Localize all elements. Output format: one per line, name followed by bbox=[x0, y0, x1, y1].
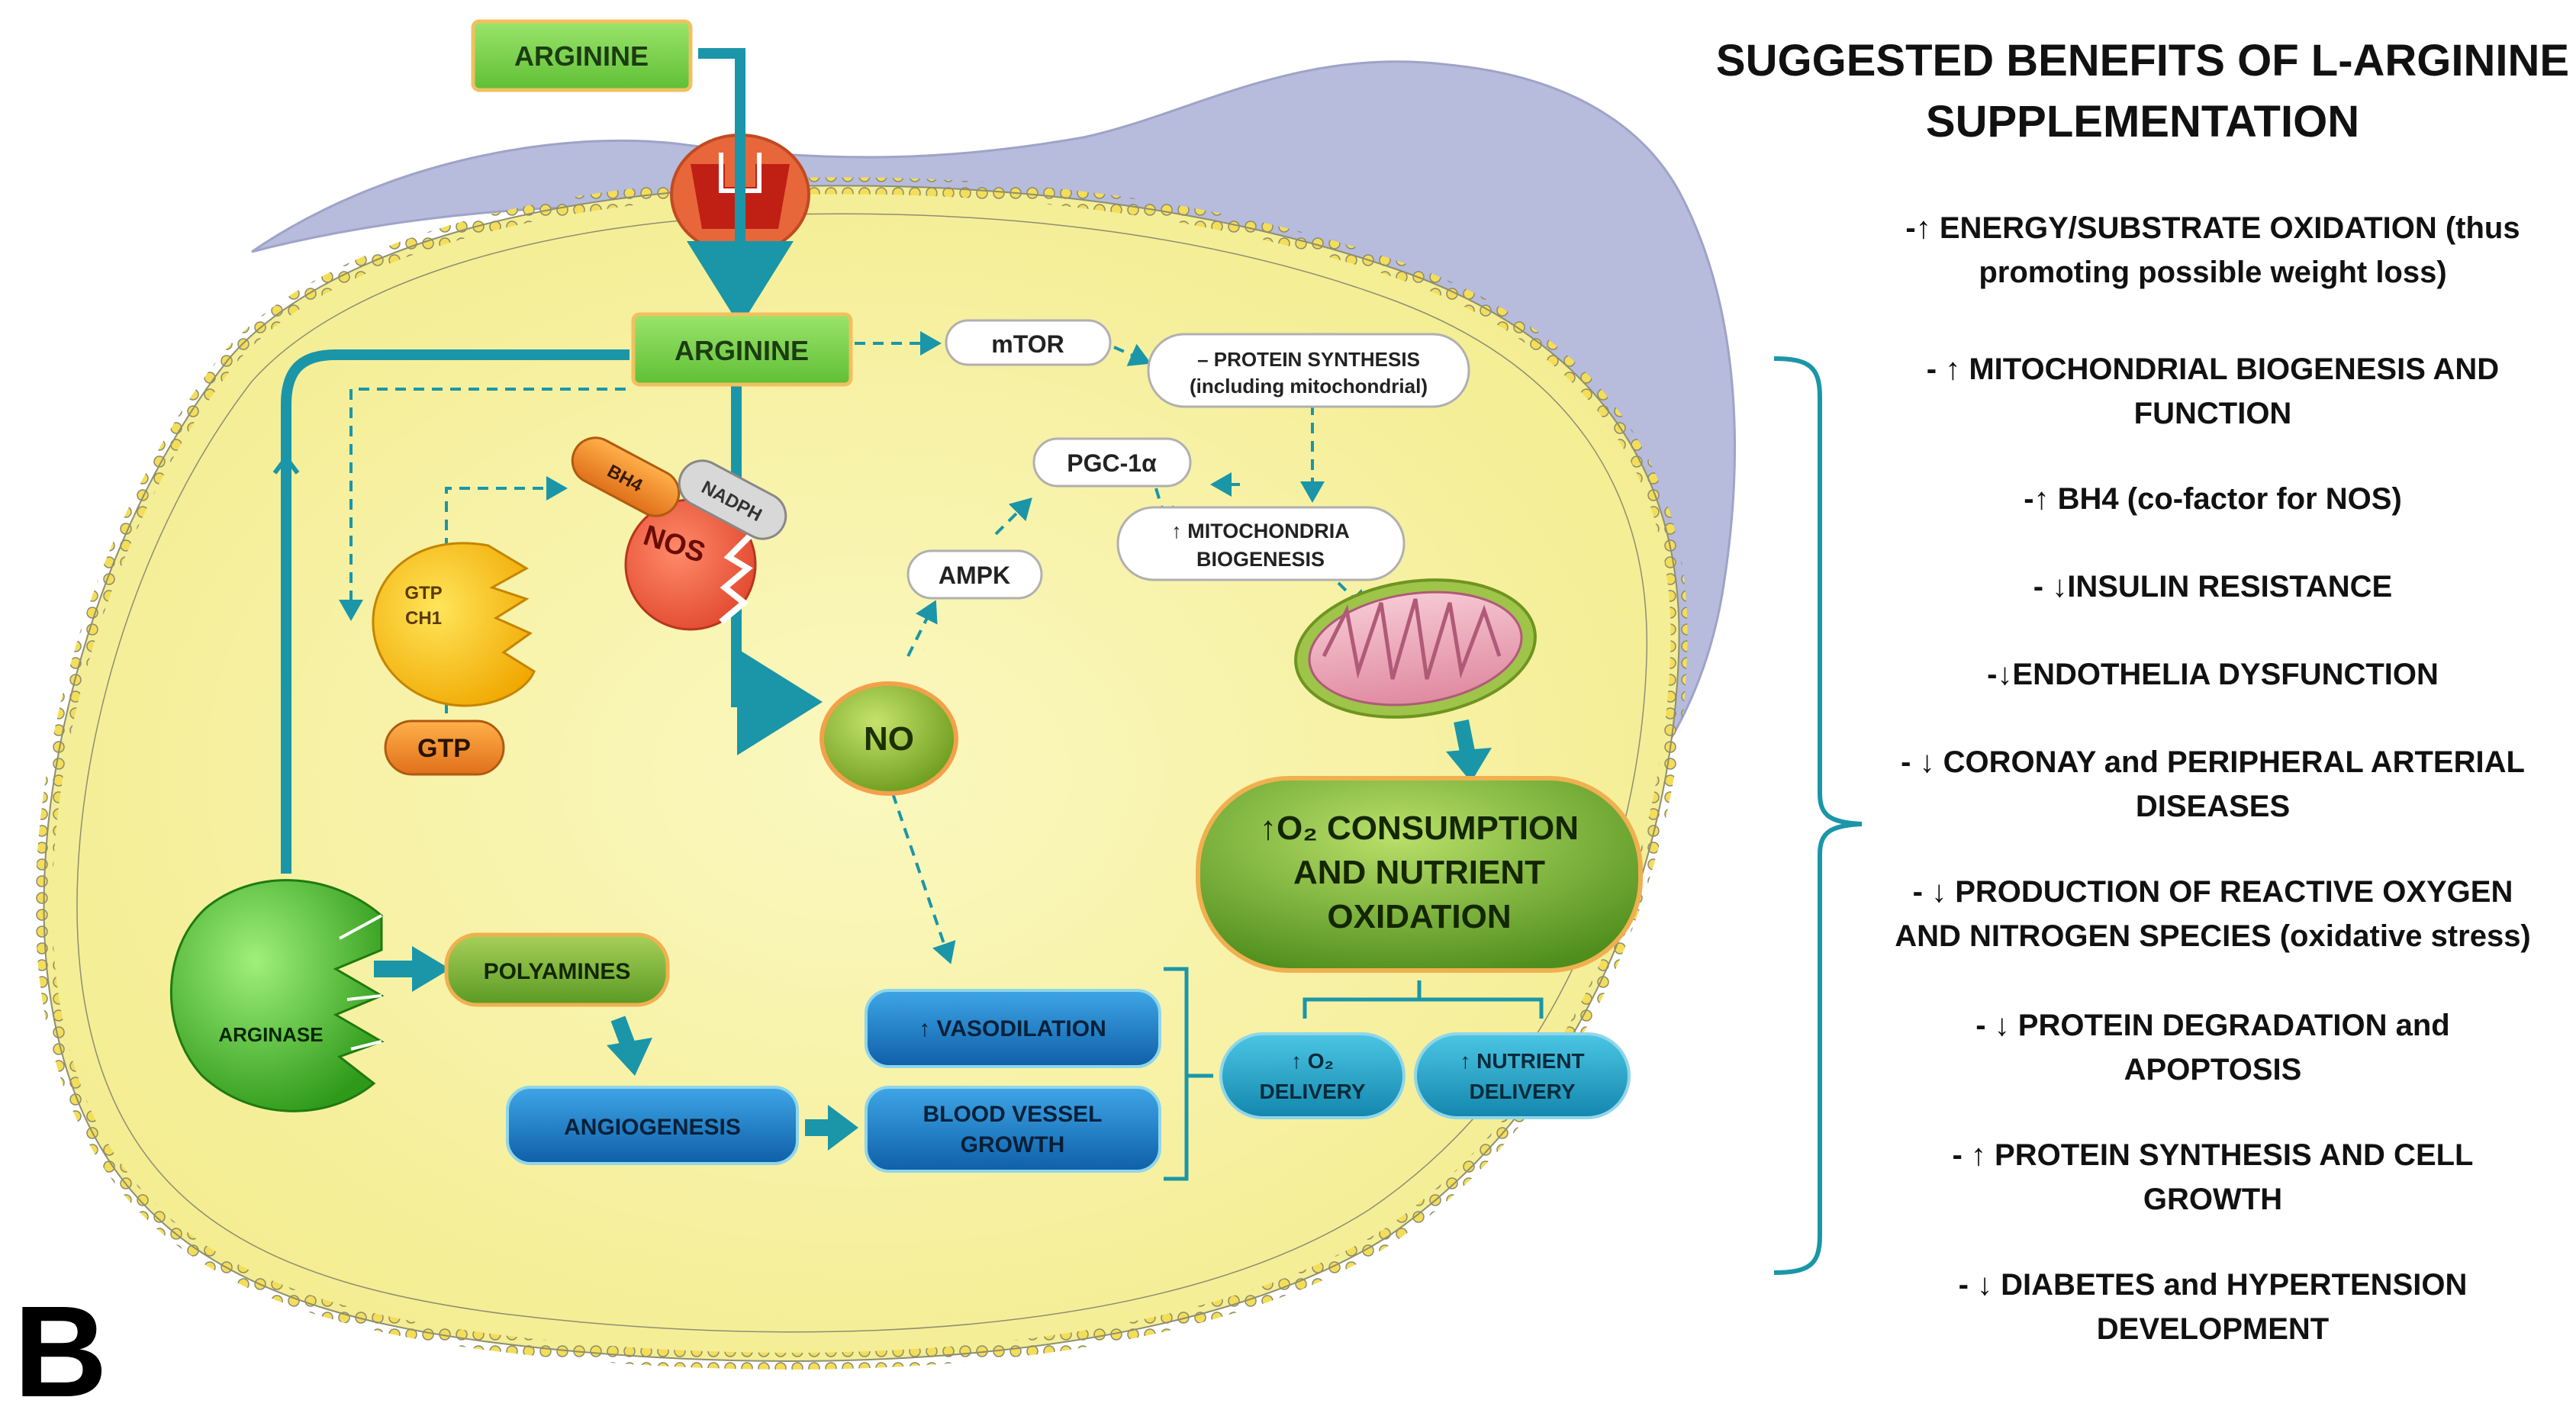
vasodilation-box: ↑ VASODILATION bbox=[865, 989, 1161, 1068]
benefits-title-line1: SUGGESTED BENEFITS OF L-ARGININE bbox=[1715, 36, 2570, 85]
mitochondrion-icon bbox=[1294, 578, 1537, 719]
bh4-capsule: BH4 bbox=[571, 436, 681, 517]
benefit-line-2: GROWTH bbox=[2143, 1183, 2283, 1216]
arginine-cell-box: ARGININE bbox=[631, 312, 853, 387]
benefit-item: - ↑ PROTEIN SYNTHESIS AND CELL GROWTH bbox=[1862, 1133, 2564, 1222]
benefit-line-1: - ↑ MITOCHONDRIAL BIOGENESIS AND bbox=[1926, 352, 2500, 386]
benefit-line-2: DEVELOPMENT bbox=[2096, 1312, 2330, 1346]
benefits-title-line2: SUPPLEMENTATION bbox=[1925, 97, 2360, 146]
protein-synthesis-label-2: (including mitochondrial) bbox=[1190, 375, 1428, 398]
nos-enzyme-icon: NOS bbox=[624, 498, 757, 631]
benefit-line-1: - ↓ DIABETES and HYPERTENSION bbox=[1958, 1268, 2468, 1302]
benefit-item: -↑ ENERGY/SUBSTRATE OXIDATION (thus promo… bbox=[1862, 206, 2564, 295]
benefit-line-2: promoting possible weight loss) bbox=[1979, 256, 2447, 289]
blood-vessel-label-1: BLOOD VESSEL bbox=[923, 1102, 1102, 1127]
gtp-ch1-enzyme-icon: GTP CH1 bbox=[372, 542, 536, 707]
benefit-line-1: - ↓INSULIN RESISTANCE bbox=[2033, 570, 2393, 604]
pgc1a-box: PGC-1α bbox=[1032, 437, 1192, 488]
nutrient-delivery-label-1: ↑ NUTRIENT bbox=[1460, 1049, 1584, 1073]
benefit-line-1: - ↓ PROTEIN DEGRADATION and bbox=[1975, 1009, 2450, 1042]
benefit-item: - ↑ MITOCHONDRIAL BIOGENESIS AND FUNCTION bbox=[1862, 347, 2564, 436]
protein-synthesis-label-1: – PROTEIN SYNTHESIS bbox=[1197, 348, 1420, 371]
arginine-top-box: ARGININE bbox=[471, 19, 693, 92]
angiogenesis-label: ANGIOGENESIS bbox=[564, 1115, 741, 1140]
o2-consumption-label-1: ↑O₂ CONSUMPTION bbox=[1260, 810, 1579, 847]
o2-consumption-label-3: OXIDATION bbox=[1327, 898, 1511, 935]
o2-consumption-label-2: AND NUTRIENT bbox=[1293, 854, 1545, 891]
benefits-title: SUGGESTED BENEFITS OF L-ARGININE SUPPLEM… bbox=[1709, 31, 2576, 153]
gtp-ch1-label-1: GTP bbox=[404, 583, 442, 604]
vasodilation-label: ↑ VASODILATION bbox=[919, 1016, 1106, 1041]
blood-vessel-growth-box: BLOOD VESSEL GROWTH bbox=[865, 1086, 1161, 1173]
arginine-cell-label: ARGININE bbox=[675, 335, 809, 366]
benefit-item: -↑ BH4 (co-factor for NOS) bbox=[1862, 477, 2564, 521]
o2-delivery-label-1: ↑ O₂ bbox=[1291, 1049, 1334, 1073]
arrow-uptake bbox=[687, 48, 794, 327]
benefit-item: - ↓INSULIN RESISTANCE bbox=[1862, 565, 2564, 609]
benefit-line-1: - ↑ PROTEIN SYNTHESIS AND CELL bbox=[1952, 1138, 2474, 1172]
no-node: NO bbox=[819, 681, 958, 796]
protein-synthesis-box: – PROTEIN SYNTHESIS (including mitochond… bbox=[1147, 333, 1470, 408]
ampk-label: AMPK bbox=[939, 562, 1010, 589]
benefit-line-2: APOPTOSIS bbox=[2124, 1053, 2302, 1086]
blood-vessel-label-2: GROWTH bbox=[961, 1132, 1065, 1157]
nutrient-delivery-box: ↑ NUTRIENT DELIVERY bbox=[1414, 1032, 1631, 1119]
o2-consumption-box: ↑O₂ CONSUMPTION AND NUTRIENT OXIDATION bbox=[1196, 776, 1643, 973]
benefits-bracket bbox=[1773, 356, 1863, 1275]
mito-biogenesis-label-1: ↑ MITOCHONDRIA bbox=[1171, 520, 1350, 542]
mito-biogenesis-box: ↑ MITOCHONDRIA BIOGENESIS bbox=[1116, 506, 1406, 581]
arginine-top-label: ARGININE bbox=[514, 40, 649, 72]
gtp-ch1-label-2: CH1 bbox=[405, 608, 442, 629]
panel-letter: B bbox=[14, 1280, 108, 1422]
mtor-box: mTOR bbox=[945, 319, 1112, 366]
benefit-line-2: AND NITROGEN SPECIES (oxidative stress) bbox=[1895, 919, 2531, 953]
benefit-line-2: DISEASES bbox=[2135, 790, 2291, 823]
benefit-line-2: FUNCTION bbox=[2133, 397, 2292, 430]
benefit-line-1: - ↓ CORONAY and PERIPHERAL ARTERIAL bbox=[1901, 745, 2525, 779]
benefit-item: - ↓ CORONAY and PERIPHERAL ARTERIAL DISEA… bbox=[1862, 740, 2564, 829]
mtor-label: mTOR bbox=[991, 330, 1064, 358]
polyamines-box: POLYAMINES bbox=[444, 932, 670, 1007]
nutrient-delivery-label-2: DELIVERY bbox=[1470, 1080, 1576, 1103]
benefit-line-1: -↑ BH4 (co-factor for NOS) bbox=[2024, 482, 2402, 516]
gtp-capsule: GTP bbox=[384, 719, 505, 776]
o2-delivery-box: ↑ O₂ DELIVERY bbox=[1219, 1032, 1406, 1119]
arginase-enzyme-icon: ARGINASE bbox=[169, 879, 385, 1112]
benefit-line-1: -↑ ENERGY/SUBSTRATE OXIDATION (thus bbox=[1905, 211, 2520, 245]
benefit-item: - ↓ DIABETES and HYPERTENSION DEVELOPMENT bbox=[1862, 1263, 2564, 1351]
benefit-line-1: - ↓ PRODUCTION OF REACTIVE OXYGEN bbox=[1912, 875, 2513, 909]
benefit-item: - ↓ PRODUCTION OF REACTIVE OXYGEN AND NIT… bbox=[1862, 870, 2564, 958]
pgc1a-label: PGC-1α bbox=[1067, 449, 1157, 477]
polyamines-label: POLYAMINES bbox=[484, 959, 631, 984]
gtp-label: GTP bbox=[417, 734, 471, 763]
angiogenesis-box: ANGIOGENESIS bbox=[506, 1086, 799, 1165]
o2-delivery-label-2: DELIVERY bbox=[1260, 1080, 1366, 1103]
arginase-label: ARGINASE bbox=[218, 1023, 323, 1046]
mito-biogenesis-label-2: BIOGENESIS bbox=[1196, 548, 1325, 571]
vessel-bracket bbox=[1164, 967, 1213, 1181]
benefit-line-1: -↓ENDOTHELIA DYSFUNCTION bbox=[1987, 658, 2439, 691]
no-label: NO bbox=[864, 720, 914, 758]
delivery-bracket bbox=[1302, 980, 1544, 1019]
arrow-arginase-to-arginine bbox=[281, 349, 630, 874]
ampk-box: AMPK bbox=[906, 549, 1043, 600]
benefit-item: -↓ENDOTHELIA DYSFUNCTION bbox=[1862, 652, 2564, 697]
